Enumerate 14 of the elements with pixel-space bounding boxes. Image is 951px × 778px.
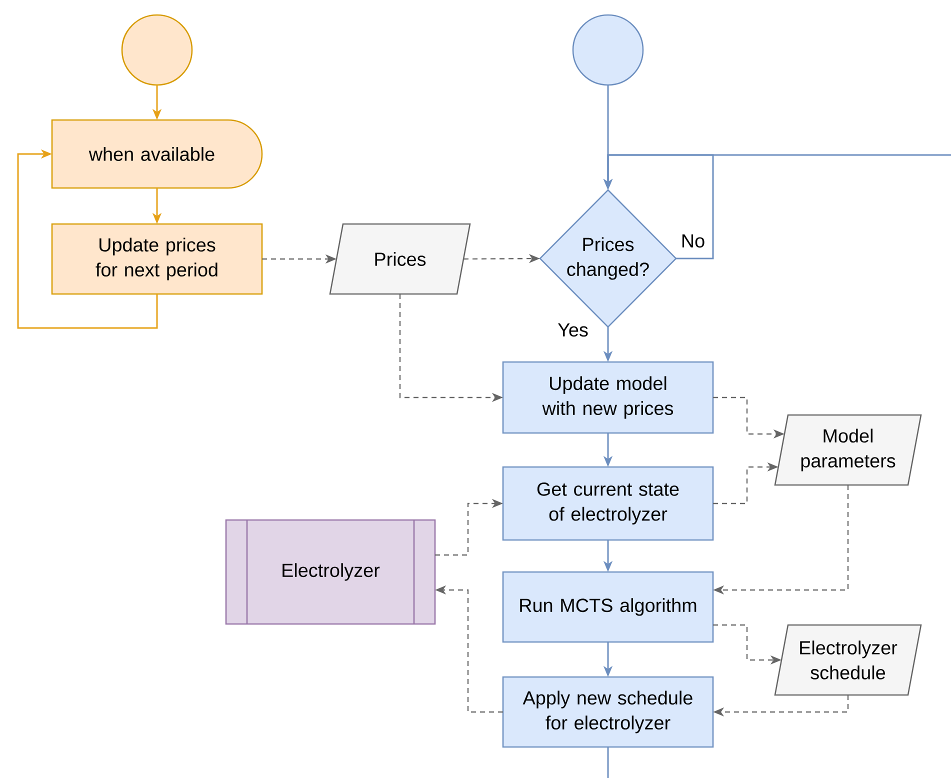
delay-box: when available <box>51 119 263 189</box>
start-circle <box>121 14 193 86</box>
process-box: Get current state of electrolyzer <box>502 466 714 541</box>
process-box: Run MCTS algorithm <box>502 571 714 643</box>
start-circle <box>572 14 644 86</box>
data-parallelogram: Model parameters <box>774 414 922 486</box>
process-box: Update model with new prices <box>502 361 714 434</box>
arrow <box>17 149 158 329</box>
data-parallelogram: Electrolyzer schedule <box>774 624 922 696</box>
data-parallelogram: Prices <box>329 223 471 295</box>
process-box: Apply new schedule for electrolyzer <box>502 676 714 748</box>
edge-label: No <box>680 233 706 249</box>
process-box: Update prices for next period <box>51 223 263 295</box>
subprocess-box: Electrolyzer <box>225 519 436 625</box>
